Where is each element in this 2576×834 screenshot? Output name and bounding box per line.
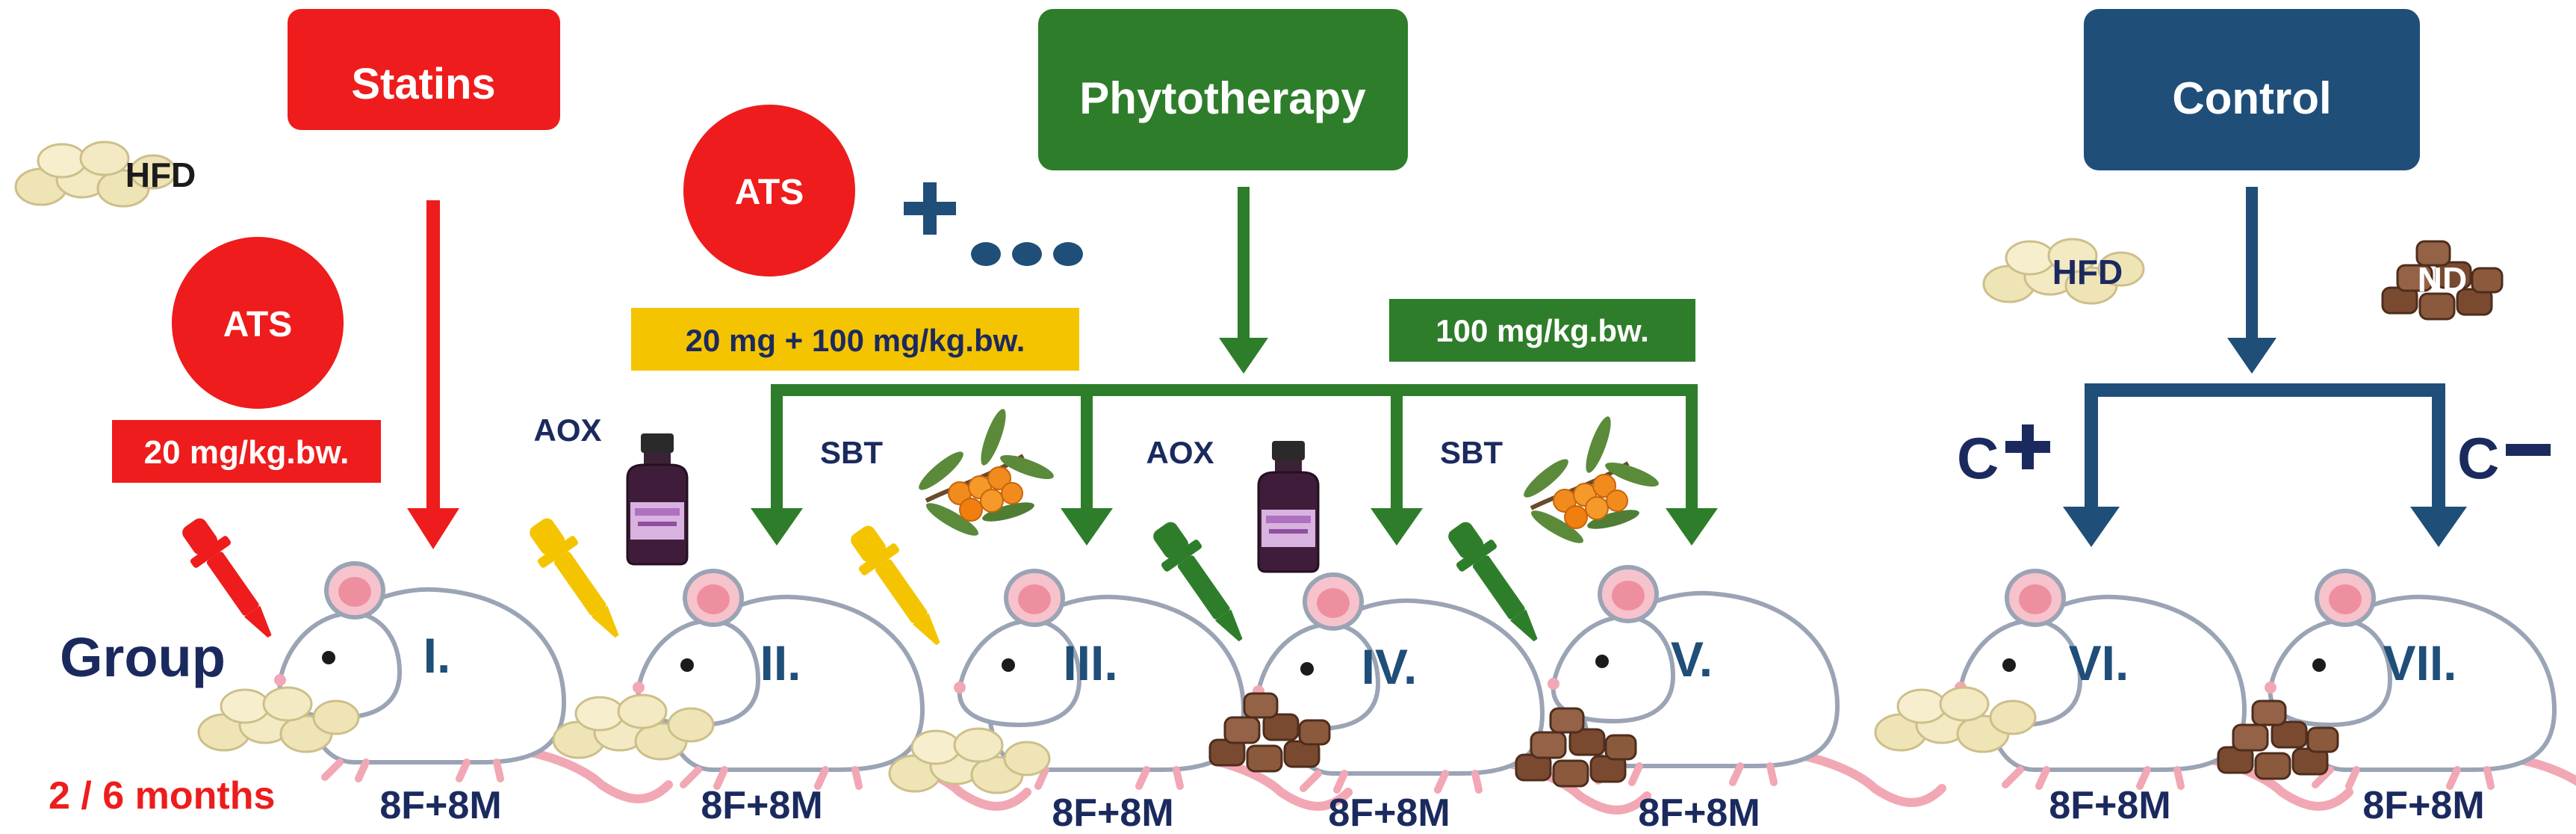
hfd-label-top-left: HFD <box>125 155 196 194</box>
aox-bottle-icon-1 <box>626 432 689 566</box>
group-count-5: 8F+8M <box>1638 791 1760 834</box>
dose-statin-box: 20 mg/kg.bw. <box>112 420 381 483</box>
dose-phyto-box: 100 mg/kg.bw. <box>1389 299 1695 362</box>
ats-middle-label: ATS <box>735 173 804 212</box>
ats-left-label: ATS <box>223 305 292 345</box>
dose-combo-label: 20 mg + 100 mg/kg.bw. <box>686 323 1025 358</box>
control-branch-arrowheads <box>2063 507 2467 547</box>
group-roman-6: VI. <box>2069 635 2129 691</box>
c-minus-label: C <box>2457 425 2551 491</box>
statins-header-label: Statins <box>351 60 495 108</box>
sea-buckthorn-icon-2 <box>1519 414 1661 549</box>
sbt-label-1: SBT <box>820 435 883 470</box>
group-count-7: 8F+8M <box>2362 784 2484 827</box>
control-header: Control <box>2084 9 2420 170</box>
group-count-2: 8F+8M <box>701 784 822 827</box>
aox-bottle-icon-2 <box>1257 439 1320 573</box>
group-count-4: 8F+8M <box>1328 791 1450 834</box>
nd-control-label: ND <box>2418 260 2467 299</box>
statins-header: Statins <box>288 9 560 130</box>
group-count-3: 8F+8M <box>1052 791 1173 834</box>
ats-circle-left: ATS <box>172 237 344 409</box>
aox-label-1: AOX <box>533 413 601 448</box>
control-header-label: Control <box>2172 73 2331 123</box>
group-roman-2: II. <box>760 635 801 691</box>
hfd-pellets-control: HFD <box>1982 238 2145 305</box>
c-plus-letter: C <box>1957 425 1999 491</box>
nd-pellets-control: ND <box>2381 240 2504 321</box>
dose-combo-box: 20 mg + 100 mg/kg.bw. <box>631 308 1079 371</box>
group-count-6: 8F+8M <box>2049 784 2170 827</box>
statin-arrowhead <box>407 508 459 549</box>
c-minus-letter: C <box>2457 425 2499 491</box>
sea-buckthorn-icon-1 <box>914 407 1056 541</box>
aox-label-2: AOX <box>1146 435 1214 470</box>
control-distribution-bar <box>2085 383 2445 523</box>
c-plus-label: C <box>1957 424 2050 491</box>
sbt-label-2: SBT <box>1440 435 1503 470</box>
group-roman-4: IV. <box>1362 639 1418 694</box>
dose-statin-label: 20 mg/kg.bw. <box>144 434 350 471</box>
group-label: Group <box>60 626 226 688</box>
phyto-distribution-bar <box>771 384 1698 523</box>
phyto-branch-arrowheads <box>751 508 1718 546</box>
phytotherapy-header: Phytotherapy <box>1038 9 1408 170</box>
dose-phyto-label: 100 mg/kg.bw. <box>1436 313 1649 348</box>
hfd-pellets-top-left: HFD <box>14 140 196 208</box>
group-roman-5: V. <box>1671 631 1713 687</box>
rat-icon-1 <box>274 563 668 799</box>
group-roman-7: VII. <box>2383 635 2456 691</box>
group-roman-3: III. <box>1063 635 1117 691</box>
hfd-control-label: HFD <box>2052 253 2123 291</box>
group-roman-1: I. <box>423 628 451 683</box>
group-count-1: 8F+8M <box>379 784 501 827</box>
duration-label: 2 / 6 months <box>49 774 275 818</box>
phytotherapy-header-label: Phytotherapy <box>1079 73 1366 123</box>
plus-more-icon <box>904 182 1083 266</box>
ats-circle-middle: ATS <box>683 105 855 277</box>
